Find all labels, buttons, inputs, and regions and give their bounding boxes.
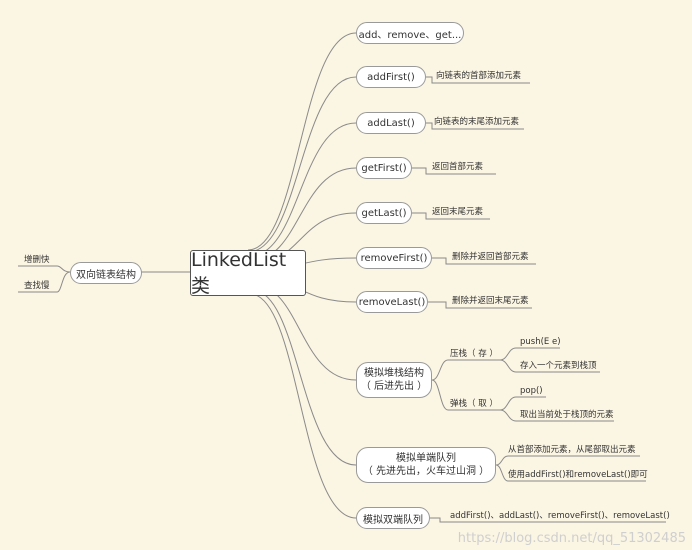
- left-branch-label: 双向链表结构: [76, 269, 136, 281]
- node-removelast: removeLast(): [356, 291, 428, 313]
- deque-desc: addFirst()、addLast()、removeFirst()、remov…: [450, 511, 670, 521]
- stack-push-method: push(E e): [520, 337, 561, 347]
- node-queue: 模拟单端队列 （ 先进先出，火车过山洞 ）: [356, 447, 496, 483]
- desc-addlast: 向链表的末尾添加元素: [434, 117, 520, 127]
- node-addlast-label: addLast(): [367, 117, 415, 129]
- desc-addfirst: 向链表的首部添加元素: [436, 71, 522, 81]
- node-queue-label-1: 模拟单端队列: [396, 453, 456, 464]
- desc-removelast: 删除并返回末尾元素: [452, 296, 529, 306]
- left-branch-node: 双向链表结构: [70, 262, 142, 284]
- node-queue-label-2: （ 先进先出，火车过山洞 ）: [362, 466, 490, 477]
- node-stack: 模拟堆栈结构 （ 后进先出 ）: [356, 362, 432, 398]
- node-addfirst: addFirst(): [356, 66, 426, 88]
- stack-pop-method: pop(): [520, 386, 543, 396]
- stack-push-desc: 存入一个元素到栈顶: [520, 361, 597, 371]
- root-node: LinkedList类: [190, 248, 306, 297]
- desc-removefirst: 删除并返回首部元素: [452, 252, 529, 262]
- node-stack-label-1: 模拟堆栈结构: [364, 368, 424, 379]
- stack-pop-label: 弹栈（ 取 ）: [450, 399, 498, 409]
- left-leaf-search: 查找慢: [24, 281, 50, 291]
- node-addlast: addLast(): [356, 112, 426, 134]
- node-removelast-label: removeLast(): [358, 296, 426, 308]
- desc-getfirst: 返回首部元素: [432, 162, 484, 172]
- stack-pop-desc: 取出当前处于栈顶的元素: [520, 410, 614, 420]
- left-leaf-insert-delete: 增删快: [24, 255, 50, 265]
- node-deque-label: 模拟双端队列: [363, 514, 423, 526]
- node-getfirst: getFirst(): [356, 157, 412, 179]
- node-add-remove-get-label: add、remove、get...: [358, 29, 462, 41]
- node-addfirst-label: addFirst(): [367, 71, 415, 83]
- node-getfirst-label: getFirst(): [361, 162, 407, 174]
- node-stack-label-2: （ 后进先出 ）: [360, 381, 428, 392]
- node-getlast-label: getLast(): [361, 207, 407, 219]
- stack-push-label: 压栈（ 存 ）: [450, 349, 498, 359]
- node-removefirst: removeFirst(): [356, 247, 432, 269]
- node-removefirst-label: removeFirst(): [360, 252, 428, 264]
- queue-desc-2: 使用addFirst()和removeLast()即可: [508, 470, 648, 480]
- node-add-remove-get: add、remove、get...: [356, 22, 464, 44]
- queue-desc-1: 从首部添加元素，从尾部取出元素: [508, 445, 636, 455]
- root-label: LinkedList类: [191, 248, 287, 297]
- node-deque: 模拟双端队列: [356, 507, 430, 529]
- watermark: https://blog.csdn.net/qq_51302485: [457, 531, 686, 546]
- desc-getlast: 返回末尾元素: [432, 207, 484, 217]
- node-getlast: getLast(): [356, 202, 412, 224]
